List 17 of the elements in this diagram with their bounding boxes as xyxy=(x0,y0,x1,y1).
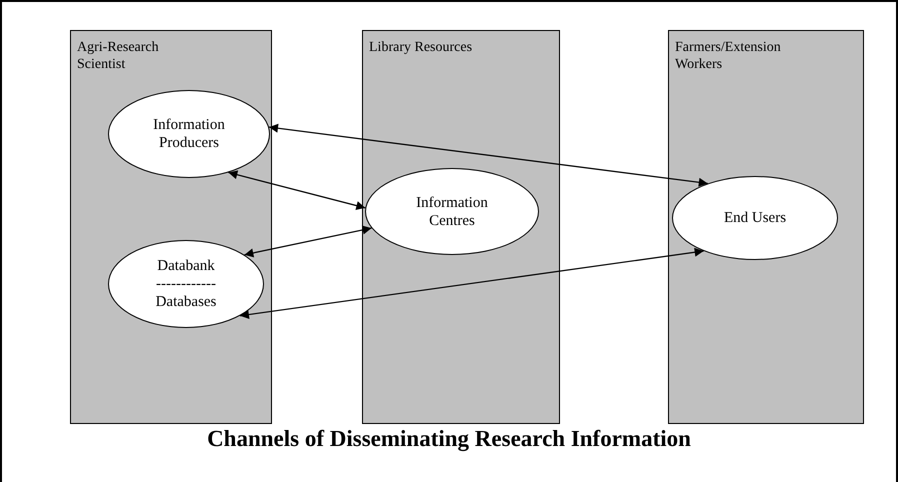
column-heading: Farmers/Extension Workers xyxy=(675,39,782,73)
column-band xyxy=(362,30,560,424)
node-label: Information Centres xyxy=(415,194,489,230)
node-label: Databases xyxy=(156,293,216,311)
double-arrow xyxy=(244,226,372,258)
diagram-title: Channels of Disseminating Research Information xyxy=(206,426,692,452)
column-band xyxy=(668,30,864,424)
node-label: End Users xyxy=(724,209,786,227)
column-heading: Library Resources xyxy=(369,39,472,56)
node-label: ------------ xyxy=(156,275,216,293)
double-arrow xyxy=(268,124,708,187)
node-label: Databank xyxy=(157,257,215,275)
double-arrow xyxy=(228,170,366,210)
column-heading: Agri-Research Scientist xyxy=(77,39,160,73)
column-band xyxy=(70,30,272,424)
node-label: Information Producers xyxy=(152,116,226,152)
double-arrow xyxy=(240,248,704,319)
